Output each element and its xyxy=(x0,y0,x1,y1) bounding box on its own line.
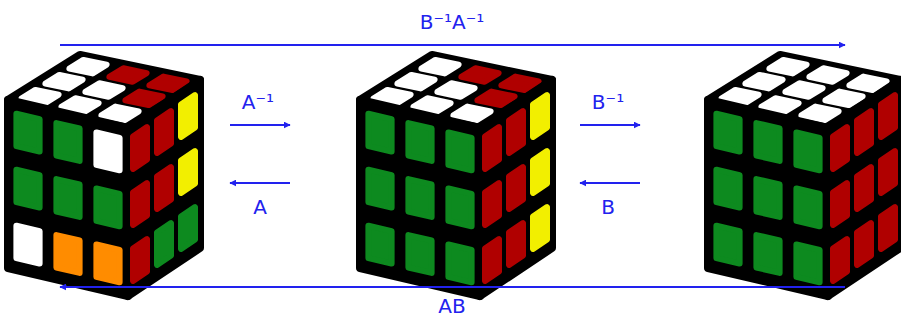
arrow-a-inverse xyxy=(230,124,290,126)
cube-face xyxy=(828,80,900,296)
cube-sticker xyxy=(796,244,819,282)
cube-sticker xyxy=(857,167,871,209)
operation-label: A⁻¹ xyxy=(242,92,274,112)
cube-sticker xyxy=(181,207,195,249)
cube-sticker xyxy=(157,167,171,209)
cube-sticker xyxy=(56,235,79,273)
operation-label: B⁻¹A⁻¹ xyxy=(420,12,485,32)
cube-sticker xyxy=(857,111,871,153)
cube-sticker xyxy=(833,239,847,281)
cube-sticker xyxy=(809,68,846,82)
cube-sticker xyxy=(56,123,79,161)
cube-sticker xyxy=(96,132,119,170)
cube-sticker xyxy=(16,226,39,264)
cube-sticker xyxy=(133,127,147,169)
cube-sticker xyxy=(448,132,471,170)
cube-sticker xyxy=(96,188,119,226)
cube-sticker xyxy=(133,183,147,225)
cube-sticker xyxy=(109,68,146,82)
cube-sticker xyxy=(745,75,782,89)
cube-sticker xyxy=(368,170,391,208)
cube-sticker xyxy=(96,244,119,282)
cube-sticker xyxy=(16,170,39,208)
cube-sticker xyxy=(45,75,82,89)
cube-sticker xyxy=(756,235,779,273)
cube-sticker xyxy=(716,114,739,152)
cube-sticker xyxy=(56,179,79,217)
cube-sticker xyxy=(485,239,499,281)
cube-sticker xyxy=(101,107,138,121)
cube-sticker xyxy=(16,114,39,152)
cube-sticker xyxy=(125,92,162,106)
cube-sticker xyxy=(796,132,819,170)
cube-sticker xyxy=(181,151,195,193)
cube-sticker xyxy=(157,111,171,153)
cube-sticker xyxy=(533,207,547,249)
cube-sticker xyxy=(881,95,895,137)
arrow-b xyxy=(580,182,640,184)
cube-sticker xyxy=(477,92,514,106)
arrow-a xyxy=(230,182,290,184)
cube-sticker xyxy=(397,75,434,89)
cube-face xyxy=(8,100,128,296)
cube-sticker xyxy=(533,151,547,193)
cube-sticker xyxy=(833,183,847,225)
cube-sticker xyxy=(421,60,458,74)
cube-sticker xyxy=(448,188,471,226)
cube-sticker xyxy=(769,60,806,74)
cube-sticker xyxy=(833,127,847,169)
cube-face xyxy=(128,80,200,296)
operation-label: B xyxy=(601,197,615,217)
cube-sticker xyxy=(881,151,895,193)
cube-sticker xyxy=(485,127,499,169)
cube-sticker xyxy=(857,223,871,265)
cube-sticker xyxy=(509,167,523,209)
cube-sticker xyxy=(181,95,195,137)
cube-sticker xyxy=(437,83,474,97)
cube-sticker xyxy=(368,226,391,264)
cube-sticker xyxy=(69,60,106,74)
operation-label: A xyxy=(253,197,267,217)
cube-sticker xyxy=(408,235,431,273)
cube-face xyxy=(360,100,480,296)
cube-sticker xyxy=(133,239,147,281)
arrow-b-inverse xyxy=(580,124,640,126)
cube-sticker xyxy=(157,223,171,265)
cube-sticker xyxy=(461,68,498,82)
cube-sticker xyxy=(796,188,819,226)
arrows xyxy=(60,45,845,287)
cube-sticker xyxy=(485,183,499,225)
cube-sticker xyxy=(408,123,431,161)
cube-sticker xyxy=(509,111,523,153)
cube-sticker xyxy=(533,95,547,137)
cube-sticker xyxy=(756,123,779,161)
cube-sticker xyxy=(368,114,391,152)
cube-sticker xyxy=(453,107,490,121)
cube-face xyxy=(708,100,828,296)
cube-sticker xyxy=(716,226,739,264)
rubiks-cubes xyxy=(8,55,900,296)
cube-sticker xyxy=(801,107,838,121)
cube-sticker xyxy=(448,244,471,282)
operation-label: AB xyxy=(438,296,465,316)
cube-sticker xyxy=(756,179,779,217)
cube-sticker xyxy=(509,223,523,265)
arrow-bottom xyxy=(60,286,845,288)
cube-sticker xyxy=(825,92,862,106)
cube-face xyxy=(480,80,552,296)
arrow-top xyxy=(60,44,845,46)
cube-sticker xyxy=(716,170,739,208)
cube-sticker xyxy=(881,207,895,249)
operation-label: B⁻¹ xyxy=(592,92,624,112)
cube-sticker xyxy=(785,83,822,97)
cube-sticker xyxy=(85,83,122,97)
cube-sticker xyxy=(408,179,431,217)
